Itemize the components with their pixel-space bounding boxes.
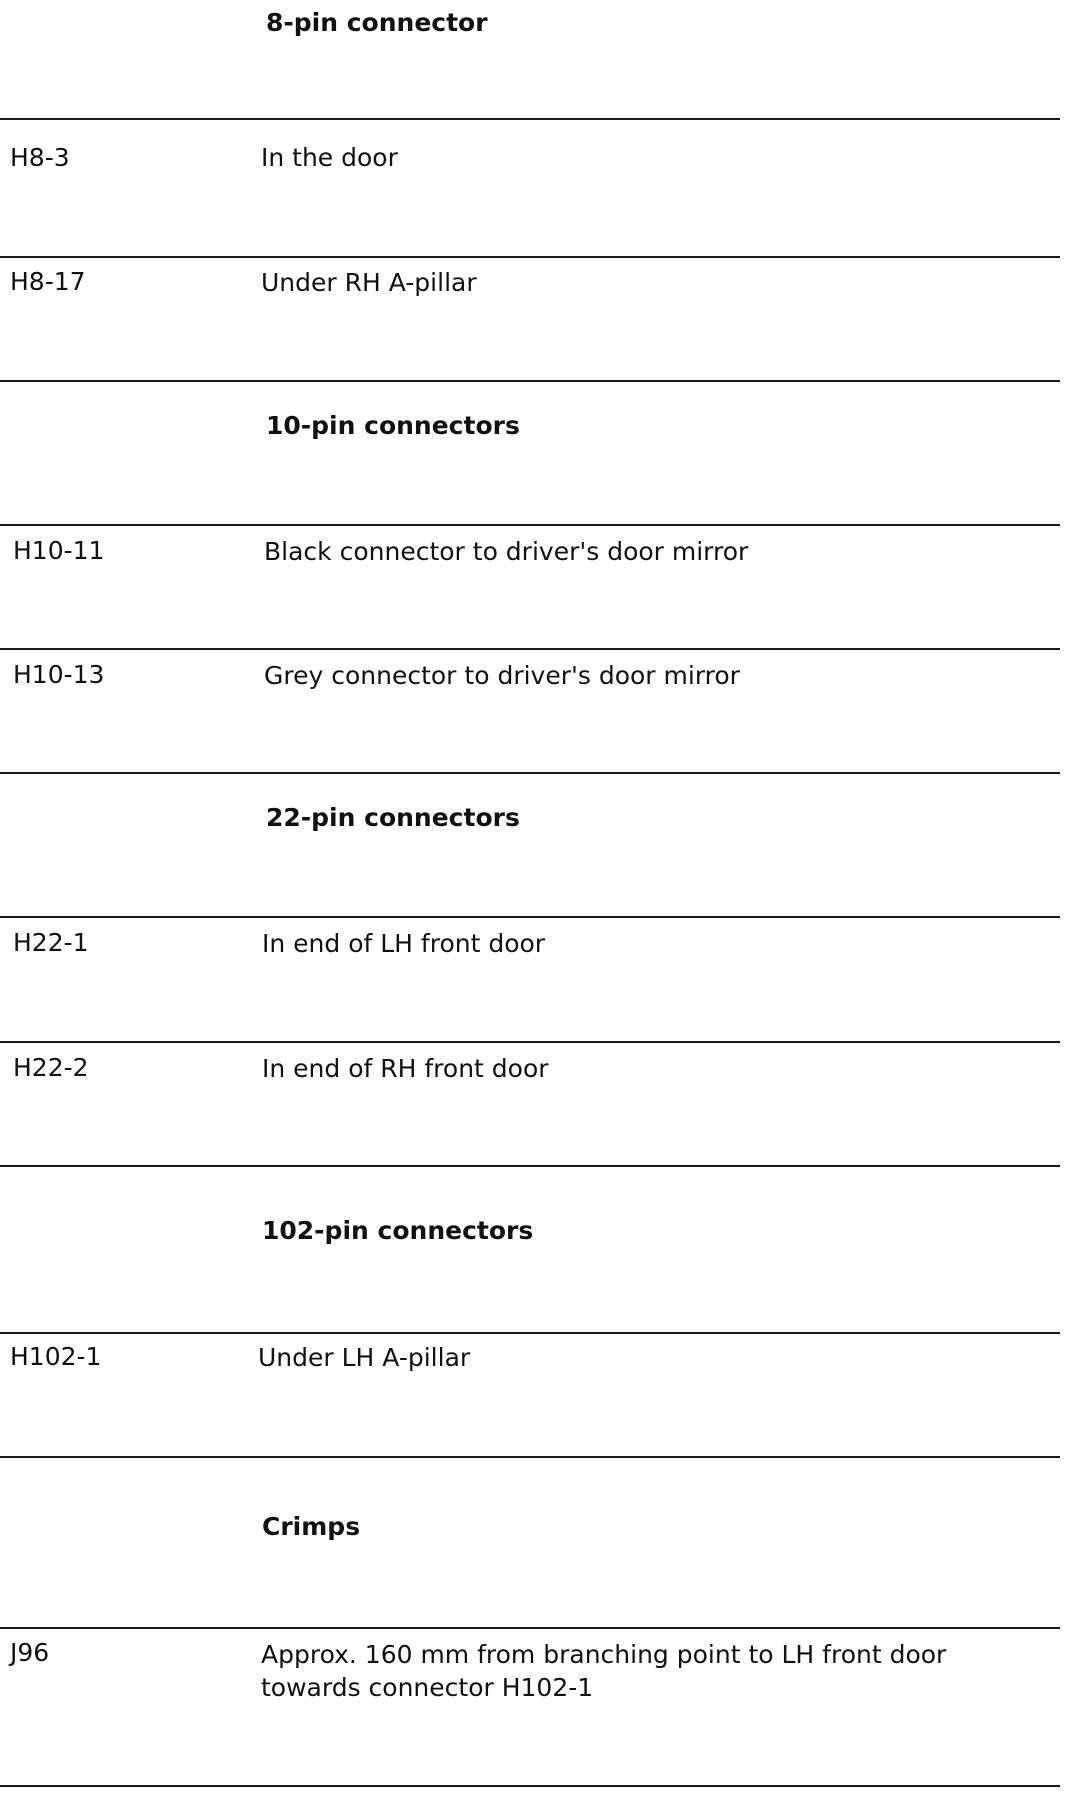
table-rule (0, 1456, 1060, 1458)
section-heading: 102-pin connectors (262, 1216, 534, 1245)
connector-location: Black connector to driver's door mirror (264, 537, 749, 566)
table-rule (0, 648, 1060, 650)
table-rule (0, 1332, 1060, 1334)
connector-code: H22-1 (13, 928, 89, 957)
table-rule (0, 916, 1060, 918)
table-rule (0, 256, 1060, 258)
table-rule (0, 772, 1060, 774)
table-rule (0, 1165, 1060, 1167)
table-rule (0, 1785, 1060, 1787)
connector-code: H10-11 (13, 536, 105, 565)
section-heading: 22-pin connectors (266, 803, 520, 832)
connector-location: Under LH A-pillar (258, 1343, 471, 1372)
connector-location-line-2: towards connector H102-1 (261, 1673, 594, 1702)
connector-code: H22-2 (13, 1053, 89, 1082)
section-heading: 10-pin connectors (266, 411, 520, 440)
table-rule (0, 118, 1060, 120)
table-rule (0, 1041, 1060, 1043)
connector-location: In end of LH front door (262, 929, 546, 958)
table-rule (0, 524, 1060, 526)
connector-code: H10-13 (13, 660, 105, 689)
table-rule (0, 1627, 1060, 1629)
section-heading: 8-pin connector (266, 8, 488, 37)
connector-code: H102-1 (10, 1342, 102, 1371)
connector-code: J96 (10, 1638, 50, 1667)
connector-code: H8-3 (10, 143, 70, 172)
connector-location: Grey connector to driver's door mirror (264, 661, 740, 690)
connector-location: Under RH A-pillar (261, 268, 477, 297)
connector-location: In end of RH front door (262, 1054, 549, 1083)
connector-location: In the door (261, 143, 398, 172)
section-heading: Crimps (262, 1512, 361, 1541)
table-rule (0, 380, 1060, 382)
connector-code: H8-17 (10, 267, 86, 296)
connector-location-line-1: Approx. 160 mm from branching point to L… (261, 1640, 947, 1669)
